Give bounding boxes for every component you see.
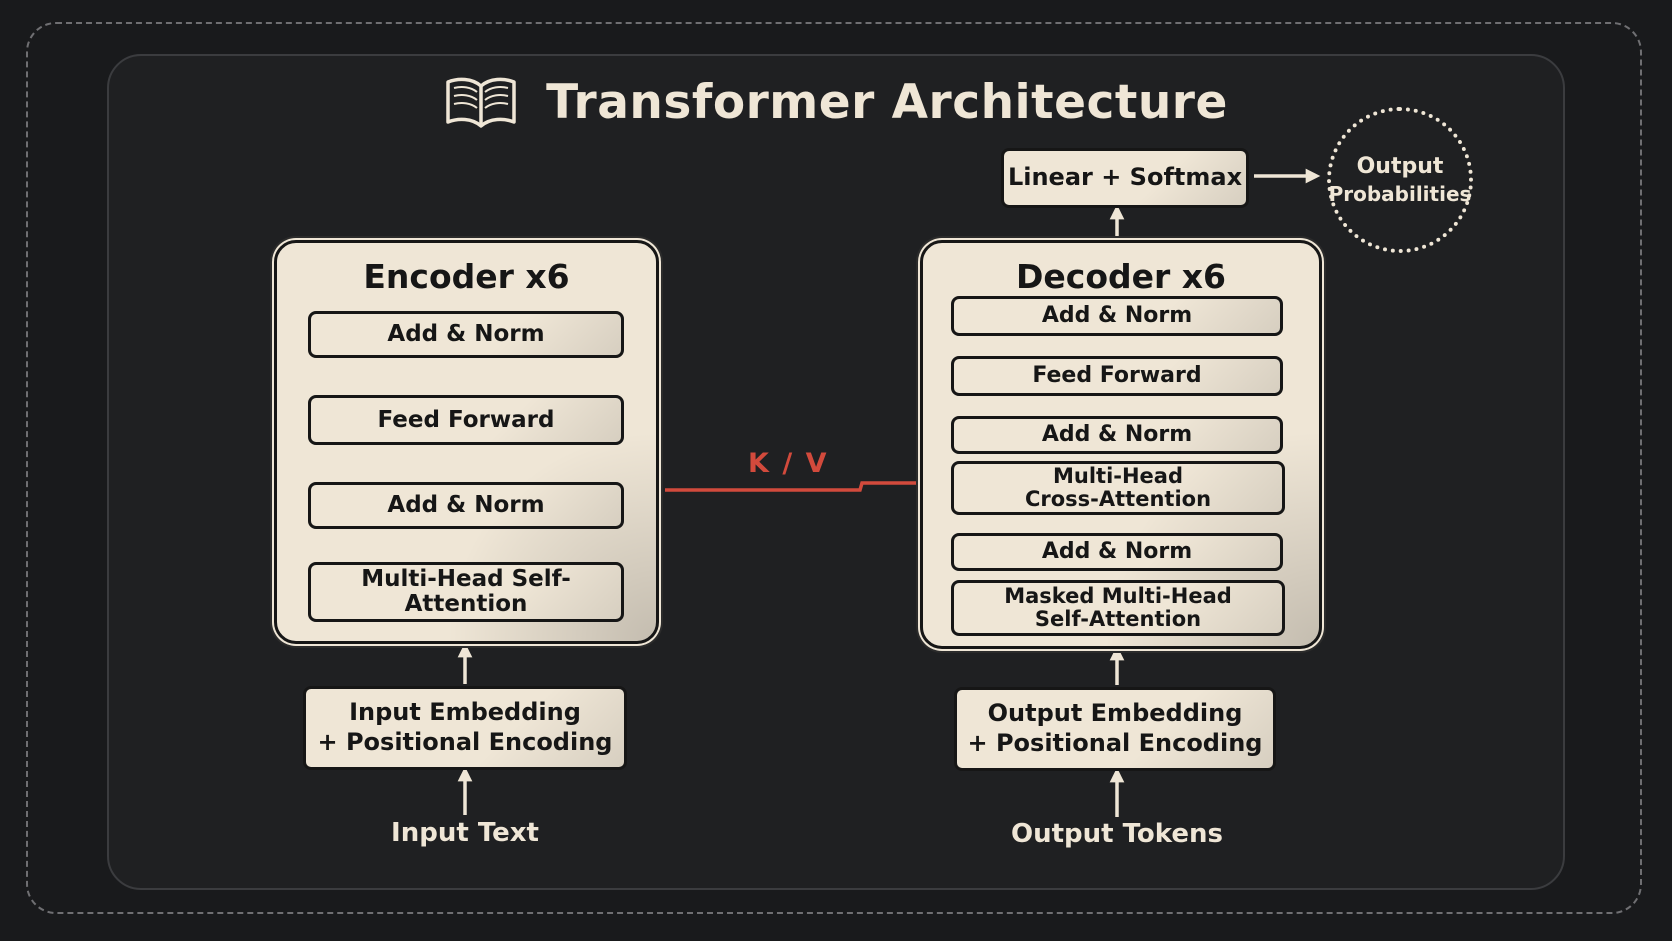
decoder-layer-feed-forward: Feed Forward (951, 356, 1283, 396)
output-embedding-box: Output Embedding + Positional Encoding (954, 687, 1276, 771)
decoder-layer-cross-attention: Multi-Head Cross-Attention (951, 461, 1285, 515)
input-embedding-line2: + Positional Encoding (317, 728, 613, 756)
output-tokens-label: Output Tokens (1011, 819, 1223, 849)
decoder-layer-add-norm-bottom: Add & Norm (951, 533, 1283, 571)
decoder-layer-masked-self-attention: Masked Multi-Head Self-Attention (951, 580, 1285, 636)
encoder-layer-label: Add & Norm (387, 321, 545, 348)
output-probabilities-line2: Probabilities (1328, 182, 1472, 207)
encoder-layer-label: Feed Forward (377, 406, 555, 433)
decoder-layer-add-norm-top: Add & Norm (951, 296, 1283, 336)
decoder-layer-label: Self-Attention (1034, 607, 1202, 631)
encoder-layer-add-norm-bottom: Add & Norm (308, 482, 624, 529)
output-embedding-line1: Output Embedding (987, 699, 1243, 728)
encoder-layer-feed-forward: Feed Forward (308, 395, 624, 445)
output-probabilities-circle: Output Probabilities (1327, 107, 1473, 253)
output-embedding-line2: + Positional Encoding (967, 729, 1263, 757)
encoder-layer-self-attention: Multi-Head Self-Attention (308, 562, 624, 622)
encoder-layer-label: Add & Norm (387, 492, 545, 519)
decoder-layer-label: Add & Norm (1041, 422, 1193, 448)
diagram-title: Transformer Architecture (546, 74, 1228, 130)
linear-softmax-label: Linear + Softmax (1007, 163, 1243, 192)
linear-softmax-box: Linear + Softmax (1001, 148, 1249, 208)
encoder-layer-label: Multi-Head Self-Attention (361, 566, 571, 617)
decoder-title: Decoder x6 (1015, 257, 1227, 296)
encoder-title: Encoder x6 (363, 257, 570, 296)
outer-dashed-frame (26, 22, 1642, 914)
decoder-layer-label: Add & Norm (1041, 539, 1193, 565)
decoder-layer-label: Feed Forward (1032, 363, 1202, 389)
kv-arrow (665, 476, 947, 492)
output-probabilities-line1: Output (1356, 153, 1444, 179)
decoder-layer-label: Add & Norm (1041, 303, 1193, 329)
input-embedding-line1: Input Embedding (349, 698, 581, 727)
kv-label: K / V (748, 448, 829, 479)
book-icon (446, 77, 516, 128)
decoder-layer-label: Masked Multi-Head (1004, 584, 1232, 609)
input-text-label: Input Text (391, 818, 539, 848)
encoder-layer-add-norm-top: Add & Norm (308, 311, 624, 358)
input-embedding-box: Input Embedding + Positional Encoding (303, 686, 627, 770)
decoder-layer-add-norm-middle: Add & Norm (951, 416, 1283, 454)
decoder-layer-label: Multi-Head (1052, 464, 1184, 489)
title-bar: Transformer Architecture (0, 66, 1672, 138)
decoder-layer-label: Cross-Attention (1024, 487, 1212, 511)
